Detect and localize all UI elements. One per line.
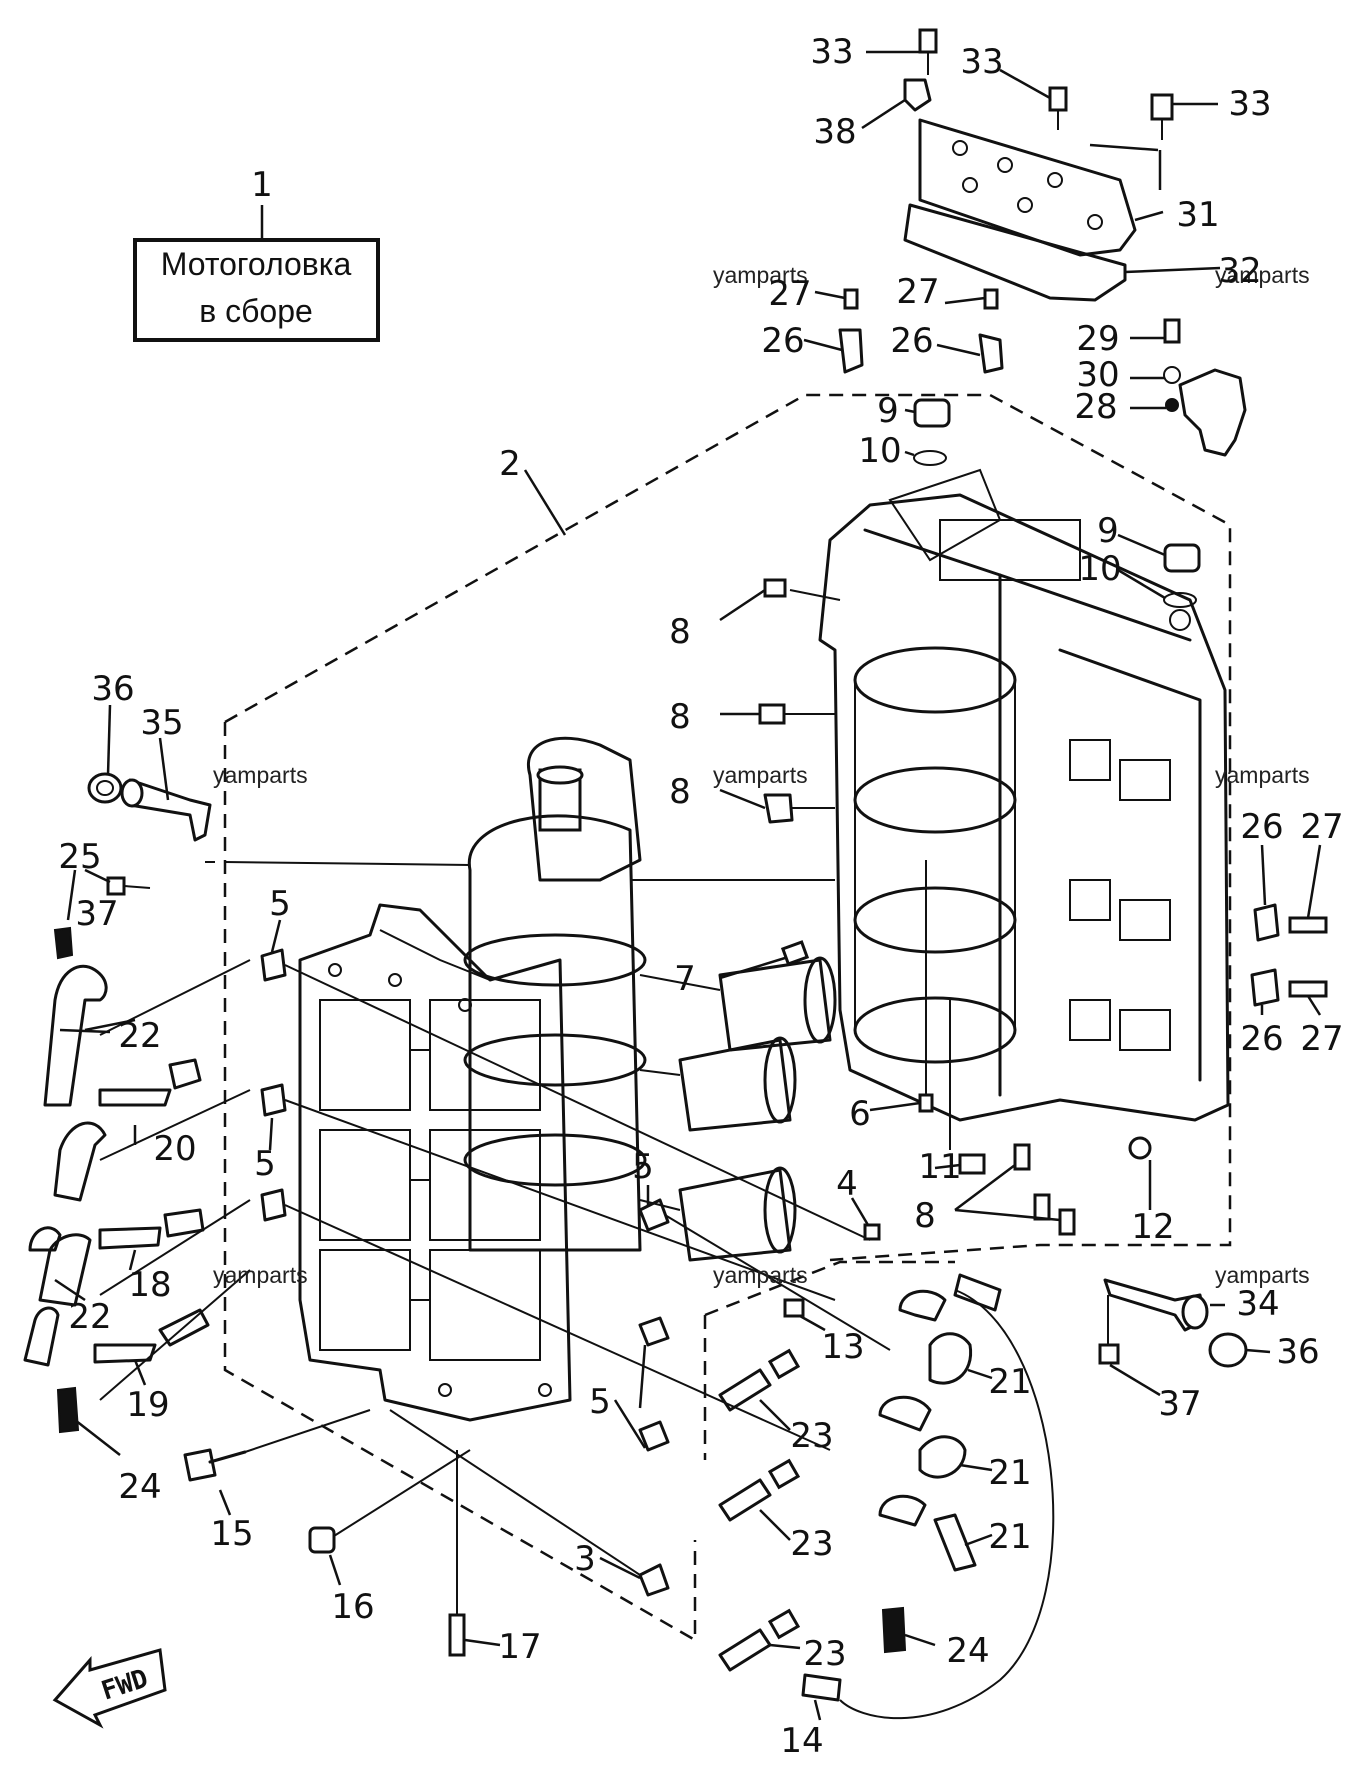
- crankcase-assembly-outline: [223, 393, 1232, 1643]
- callout-27a: 27: [768, 274, 811, 314]
- cylinder-block: [719, 468, 1328, 1236]
- callout-34: 34: [1236, 1284, 1279, 1324]
- callout-20: 20: [153, 1129, 196, 1169]
- callout-22a: 22: [118, 1016, 161, 1056]
- watermark-4: yamparts: [713, 762, 808, 788]
- callout-25: 25: [58, 837, 101, 877]
- callout-3: 3: [574, 1539, 596, 1579]
- callout-37a: 37: [75, 894, 118, 934]
- inlet-fitting-left: [53, 704, 215, 1456]
- callout-27c: 27: [1300, 807, 1343, 847]
- watermarks: yamparts yamparts yamparts yamparts yamp…: [213, 262, 1310, 1288]
- callout-36a: 36: [91, 669, 134, 709]
- callout-31: 31: [1176, 195, 1219, 235]
- callout-38: 38: [813, 112, 856, 152]
- callout-6: 6: [849, 1094, 871, 1134]
- callout-24b: 24: [946, 1631, 989, 1671]
- callout-15: 15: [210, 1514, 253, 1554]
- callout-1: 1: [251, 165, 273, 205]
- callout-26d: 26: [1240, 1019, 1283, 1059]
- callout-22b: 22: [68, 1297, 111, 1337]
- left-hoses: [23, 959, 251, 1401]
- right-hoses: [703, 1197, 1055, 1721]
- crankcase: [183, 903, 891, 1657]
- callout-26b: 26: [890, 321, 933, 361]
- callout-33a: 33: [810, 32, 853, 72]
- callout-5c: 5: [632, 1147, 654, 1187]
- callout-8c: 8: [669, 772, 691, 812]
- callout-17: 17: [498, 1627, 541, 1667]
- callout-8a: 8: [669, 612, 691, 652]
- callout-labels: 1 2 3 4 5 5 5 5 6 7 8 8 8 8 9 9 10 10 11…: [58, 32, 1343, 1761]
- callout-9b: 9: [1097, 511, 1119, 551]
- callout-5b: 5: [254, 1144, 276, 1184]
- upper-small-parts: [803, 288, 1247, 608]
- watermark-6: yamparts: [213, 1262, 308, 1288]
- fwd-arrow-icon: FWD: [52, 1648, 167, 1729]
- crankshaft-pistons: [224, 736, 837, 1262]
- callout-33c: 33: [1228, 84, 1271, 124]
- watermark-3: yamparts: [213, 762, 308, 788]
- title-line-2: в сборе: [199, 293, 313, 329]
- callout-9a: 9: [877, 391, 899, 431]
- callout-12: 12: [1131, 1207, 1174, 1247]
- callout-30: 30: [1076, 355, 1119, 395]
- callout-8d: 8: [914, 1196, 936, 1236]
- callout-10a: 10: [858, 431, 901, 471]
- watermark-2: yamparts: [1215, 262, 1310, 288]
- callout-5d: 5: [589, 1382, 611, 1422]
- callout-26c: 26: [1240, 807, 1283, 847]
- callout-21a: 21: [988, 1362, 1031, 1402]
- callout-19: 19: [126, 1385, 169, 1425]
- callout-14: 14: [780, 1721, 823, 1761]
- assembly-title-box: Мотоголовка в сборе: [133, 205, 380, 342]
- callout-36b: 36: [1276, 1332, 1319, 1372]
- callout-10b: 10: [1078, 549, 1121, 589]
- callout-8b: 8: [669, 697, 691, 737]
- callout-4: 4: [836, 1164, 858, 1204]
- cylinder-head-cover: [861, 28, 1221, 302]
- callout-21b: 21: [988, 1453, 1031, 1493]
- callout-23b: 23: [790, 1524, 833, 1564]
- watermark-7: yamparts: [713, 1262, 808, 1288]
- watermark-1: yamparts: [713, 262, 808, 288]
- callout-24a: 24: [118, 1467, 161, 1507]
- callout-5a: 5: [269, 884, 291, 924]
- callout-27b: 27: [896, 272, 939, 312]
- callout-35: 35: [140, 703, 183, 743]
- callout-33b: 33: [960, 42, 1003, 82]
- callout-23a: 23: [790, 1416, 833, 1456]
- callout-16: 16: [331, 1587, 374, 1627]
- callout-7: 7: [674, 959, 696, 999]
- callout-18: 18: [128, 1265, 171, 1305]
- callout-29: 29: [1076, 319, 1119, 359]
- callout-27d: 27: [1300, 1019, 1343, 1059]
- callout-21c: 21: [988, 1517, 1031, 1557]
- callout-23c: 23: [803, 1634, 846, 1674]
- callout-37b: 37: [1158, 1384, 1201, 1424]
- callout-28: 28: [1074, 387, 1117, 427]
- callout-2: 2: [499, 444, 521, 484]
- callout-13: 13: [821, 1327, 864, 1367]
- callout-26a: 26: [761, 321, 804, 361]
- callout-11: 11: [918, 1147, 961, 1187]
- inlet-fitting-right: [881, 1278, 1271, 1654]
- watermark-8: yamparts: [1215, 1262, 1310, 1288]
- title-line-1: Мотоголовка: [161, 246, 352, 282]
- callout-32: 32: [1218, 251, 1261, 291]
- watermark-5: yamparts: [1215, 762, 1310, 788]
